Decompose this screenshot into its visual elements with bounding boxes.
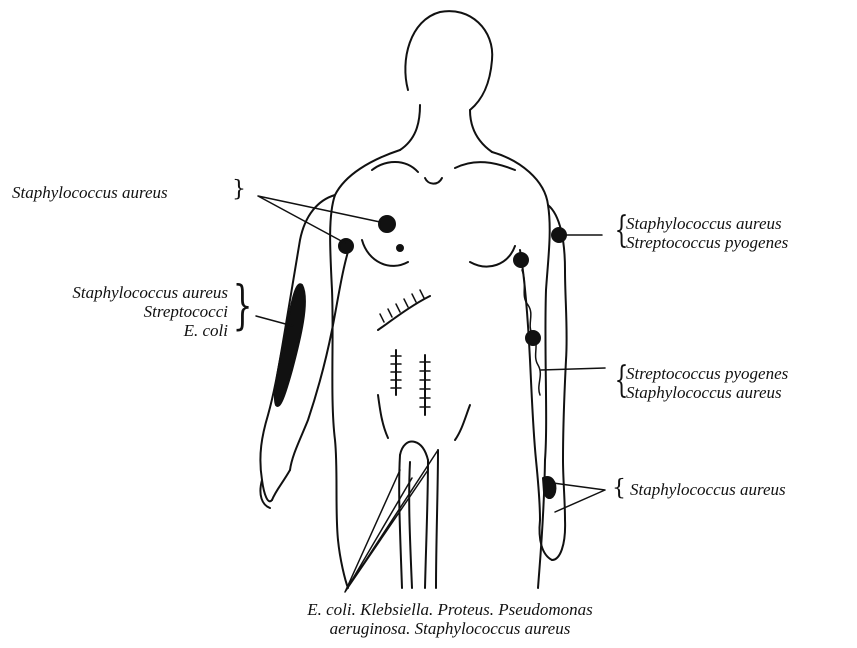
brace-arm: } <box>233 276 253 336</box>
pointer-forearm <box>541 368 605 370</box>
abdominal-incision <box>378 296 430 330</box>
right-axilla-lesion <box>552 228 566 242</box>
label-groin-1: E. coli. Klebsiella. Proteus. Pseudomona… <box>180 600 720 619</box>
right-arm-outer <box>548 205 567 560</box>
leg-middle-right <box>425 460 428 588</box>
breast-right <box>470 246 515 267</box>
breast-left <box>362 240 408 266</box>
forearm-lesion <box>526 331 540 345</box>
torso-right-outline <box>492 152 550 460</box>
leg-right-inner <box>436 450 438 588</box>
left-hand <box>260 470 290 508</box>
brace-breast: } <box>232 177 246 202</box>
label-arm-1: Staphylococcus aureus <box>8 283 228 302</box>
torso-left-outline <box>330 150 400 540</box>
head-outline <box>405 11 492 110</box>
label-arm-2: Streptococci <box>8 302 228 321</box>
clavicle-right <box>455 162 515 170</box>
right-arm-lesion <box>514 253 528 267</box>
hip-left <box>378 395 388 438</box>
label-hand: Staphylococcus aureus <box>630 480 786 499</box>
pointer-hand <box>553 483 605 512</box>
breast-small-dot <box>397 245 403 251</box>
clavicle-left <box>372 162 418 172</box>
label-forearm-group: Streptococcus pyogenes Staphylococcus au… <box>626 364 788 402</box>
right-arm-inner <box>520 250 540 520</box>
label-arm-group: Staphylococcus aureus Streptococci E. co… <box>8 283 228 340</box>
label-arm-3: E. coli <box>8 321 228 340</box>
label-forearm-1: Streptococcus pyogenes <box>626 364 788 383</box>
hip-right <box>455 405 470 440</box>
neck-outline <box>400 105 492 152</box>
pointer-groin <box>345 450 438 592</box>
groin-fold <box>400 442 428 460</box>
label-axilla-1: Staphylococcus aureus <box>626 214 788 233</box>
brace-hand: { <box>612 476 626 501</box>
sternum-lines <box>425 178 442 184</box>
label-axilla-group: Staphylococcus aureus Streptococcus pyog… <box>626 214 788 252</box>
hand-lesion <box>543 477 555 498</box>
label-groin-group: E. coli. Klebsiella. Proteus. Pseudomona… <box>180 600 720 638</box>
leg-left-inner <box>399 455 402 588</box>
left-arm-inner <box>290 245 350 470</box>
label-forearm-2: Staphylococcus aureus <box>626 383 788 402</box>
abdominal-stitches <box>380 290 424 322</box>
label-groin-2: aeruginosa. Staphylococcus aureus <box>180 619 720 638</box>
label-breast: Staphylococcus aureus <box>12 183 168 202</box>
breast-lesion <box>379 216 395 232</box>
label-axilla-2: Streptococcus pyogenes <box>626 233 788 252</box>
leg-left-outer <box>338 540 348 588</box>
